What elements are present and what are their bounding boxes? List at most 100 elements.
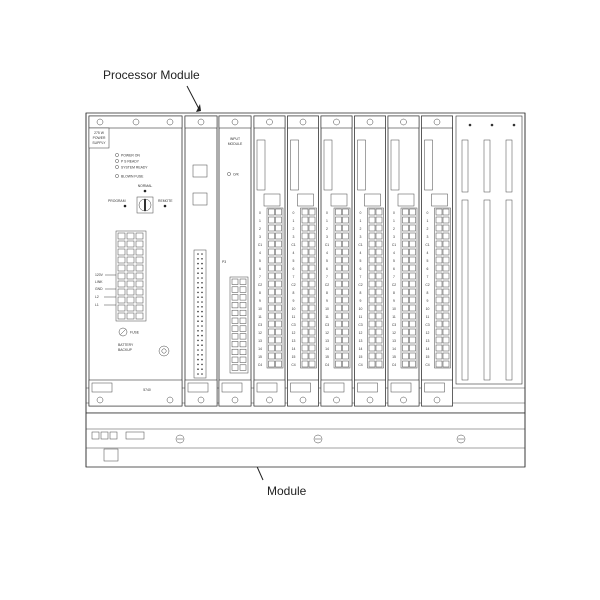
terminal bbox=[135, 232, 144, 240]
terminal bbox=[231, 325, 239, 332]
channel-label: 9 bbox=[293, 299, 295, 303]
terminal bbox=[342, 344, 349, 352]
pin bbox=[197, 282, 199, 284]
terminal bbox=[335, 240, 342, 248]
terminal bbox=[342, 224, 349, 232]
pin bbox=[201, 325, 203, 327]
channel-label: 11 bbox=[392, 315, 396, 319]
terminal bbox=[342, 264, 349, 272]
channel-label: C2 bbox=[425, 283, 429, 287]
channel-label: 13 bbox=[426, 339, 430, 343]
terminal bbox=[368, 320, 376, 328]
label-strip bbox=[290, 139, 299, 191]
channel-label: 5 bbox=[259, 259, 261, 263]
terminal bbox=[268, 216, 275, 224]
channel-label: 15 bbox=[292, 355, 296, 359]
terminal bbox=[335, 296, 342, 304]
terminal bbox=[368, 312, 376, 320]
channel-label: C1 bbox=[392, 243, 396, 247]
connector-header bbox=[364, 193, 381, 207]
terminal bbox=[275, 288, 282, 296]
channel-label: 1 bbox=[326, 219, 328, 223]
power-supply-module: 275 W POWER SUPPLY POWER ON P S READY SY… bbox=[88, 115, 183, 407]
channel-label: 3 bbox=[427, 235, 429, 239]
terminal bbox=[231, 333, 239, 340]
screw-icon bbox=[333, 118, 340, 126]
ps-terminal-label-link: LINK bbox=[95, 280, 103, 284]
terminal bbox=[402, 336, 409, 344]
ps-terminal-label-120v: 120V bbox=[95, 273, 104, 277]
pin bbox=[197, 310, 199, 313]
terminal bbox=[375, 280, 383, 288]
channel-label: 1 bbox=[360, 219, 362, 223]
terminal bbox=[275, 304, 282, 312]
channel-label: 10 bbox=[359, 307, 363, 311]
terminal bbox=[308, 232, 316, 240]
terminal bbox=[409, 288, 416, 296]
screw-icon bbox=[400, 118, 407, 126]
channel-label: 5 bbox=[360, 259, 362, 263]
channel-label: 5 bbox=[326, 259, 328, 263]
terminal bbox=[275, 248, 282, 256]
pin bbox=[201, 330, 203, 332]
terminal bbox=[402, 208, 409, 216]
module-badge bbox=[256, 382, 278, 393]
screw-icon bbox=[231, 118, 239, 126]
terminal bbox=[135, 304, 144, 312]
terminal bbox=[308, 256, 316, 264]
channel-label: 14 bbox=[325, 347, 329, 351]
terminal bbox=[275, 264, 282, 272]
terminal bbox=[342, 240, 349, 248]
channel-label: 4 bbox=[259, 251, 261, 255]
terminal bbox=[308, 328, 316, 336]
screw-icon bbox=[266, 118, 273, 126]
pin bbox=[201, 315, 203, 318]
terminal bbox=[402, 248, 409, 256]
terminal bbox=[402, 288, 409, 296]
terminal bbox=[442, 272, 450, 280]
pin bbox=[197, 354, 199, 356]
channel-label: 3 bbox=[259, 235, 261, 239]
screw-icon bbox=[166, 118, 174, 126]
led-system-ready: SYSTEM READY bbox=[115, 165, 148, 170]
terminal bbox=[435, 216, 443, 224]
terminal bbox=[335, 256, 342, 264]
terminal bbox=[308, 272, 316, 280]
terminal bbox=[368, 344, 376, 352]
terminal bbox=[117, 240, 126, 248]
channel-label: 6 bbox=[427, 267, 429, 271]
channel-label: 12 bbox=[359, 331, 363, 335]
terminal bbox=[375, 352, 383, 360]
terminal bbox=[126, 248, 135, 256]
channel-label: 14 bbox=[359, 347, 363, 351]
channel-label: 2 bbox=[393, 227, 395, 231]
terminal bbox=[409, 216, 416, 224]
pin bbox=[197, 286, 199, 289]
terminal bbox=[301, 248, 309, 256]
terminal bbox=[135, 264, 144, 272]
terminal bbox=[239, 286, 247, 293]
screw-icon bbox=[299, 396, 307, 404]
keyswitch-icon[interactable] bbox=[136, 196, 154, 214]
keyswitch-remote-label: REMOTE bbox=[158, 199, 173, 203]
led-ps-ready: P S READY bbox=[115, 159, 140, 164]
terminal bbox=[275, 320, 282, 328]
terminal bbox=[268, 352, 275, 360]
channel-label: 13 bbox=[258, 339, 262, 343]
pin bbox=[197, 272, 199, 275]
terminal bbox=[135, 296, 144, 304]
pin bbox=[201, 253, 203, 255]
channel-label: 11 bbox=[426, 315, 430, 319]
terminal bbox=[239, 333, 247, 340]
svg-text:SYSTEM READY: SYSTEM READY bbox=[121, 166, 148, 170]
terminal bbox=[368, 240, 376, 248]
channel-label: 9 bbox=[326, 299, 328, 303]
terminal bbox=[435, 320, 443, 328]
input-module-title-2: MODULE bbox=[228, 142, 243, 146]
channel-label: 2 bbox=[293, 227, 295, 231]
screw-icon bbox=[132, 118, 140, 126]
terminal bbox=[435, 208, 443, 216]
